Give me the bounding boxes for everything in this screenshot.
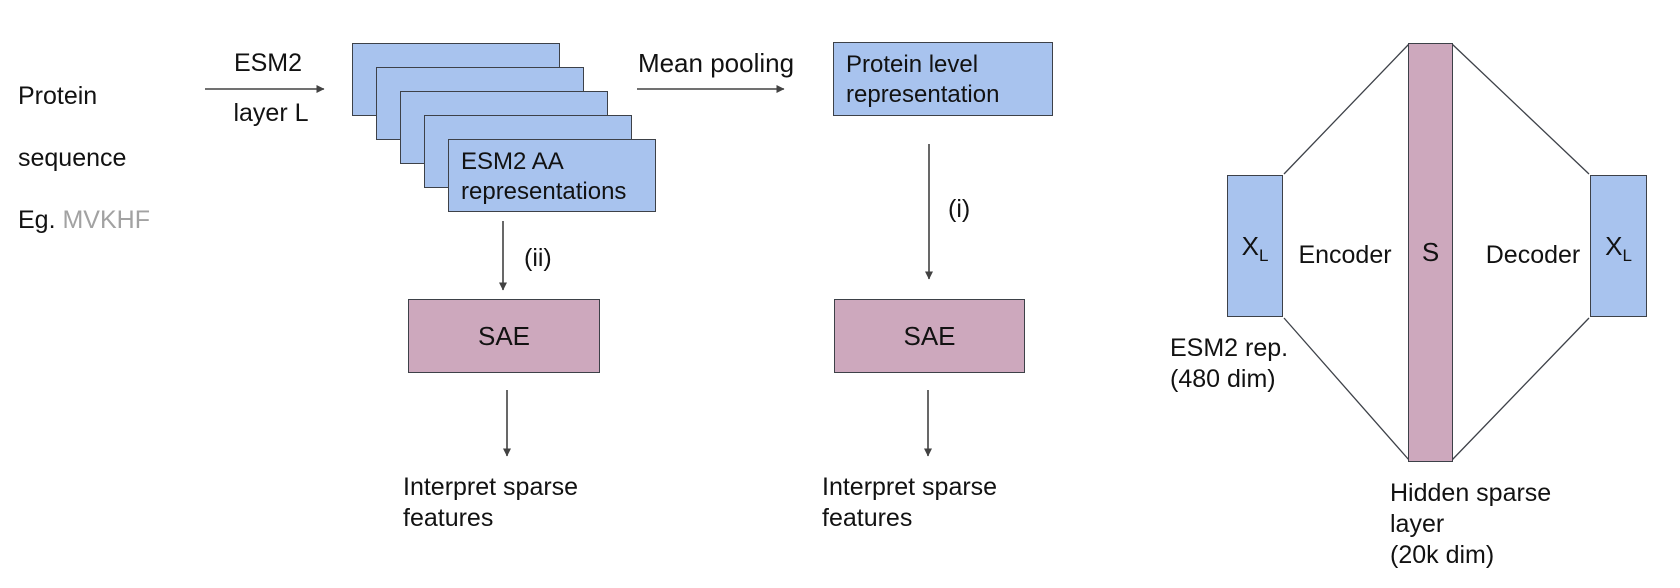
protein-sequence-line3: Eg. MVKHF [18,205,150,236]
latent-symbol: S [1421,237,1440,267]
example-sequence: MVKHF [62,206,150,234]
mean-pooling-label: Mean pooling [637,48,795,78]
sae-box-aa: SAE [408,299,600,373]
autoencoder-output-box: XL [1590,175,1647,317]
protein-sequence-line2: sequence [18,144,127,172]
encoder-label: Encoder [1298,241,1392,269]
interpret-label-aa: Interpret sparse features [403,473,579,532]
decoder-top-edge [1451,43,1590,175]
protein-sequence-line1: Protein [18,82,98,110]
sae-box-protein: SAE [834,299,1025,373]
encoder-top-edge [1283,43,1410,175]
esm2-arrow-label-top: ESM2 [233,49,303,77]
branch-ii-label: (ii) [524,244,552,272]
decoder-label: Decoder [1485,241,1581,269]
input-caption: ESM2 rep. (480 dim) [1170,334,1289,393]
latent-bar: S [1408,43,1453,462]
interpret-label-protein: Interpret sparse features [822,473,998,532]
aa-stack-box-front: ESM2 AA representations [448,139,656,212]
protein-level-label: Protein level representation [846,51,1000,108]
branch-i-label: (i) [948,195,971,223]
autoencoder-output-symbol: XL [1605,230,1632,265]
autoencoder-input-box: XL [1227,175,1283,317]
aa-stack-label: ESM2 AA representations [461,148,627,205]
sae-label-aa: SAE [477,320,531,351]
sae-label-protein: SAE [903,320,956,351]
encoder-bottom-edge [1283,317,1410,461]
decoder-bottom-edge [1451,317,1590,461]
eg-prefix: Eg. [18,206,63,234]
latent-caption: Hidden sparse layer (20k dim) [1390,479,1552,569]
protein-level-box: Protein level representation [833,42,1053,116]
esm2-arrow-label-bottom: layer L [233,99,309,127]
autoencoder-input-symbol: XL [1241,230,1269,265]
protein-sequence-label: Protein sequence Eg. MVKHF [18,50,150,267]
